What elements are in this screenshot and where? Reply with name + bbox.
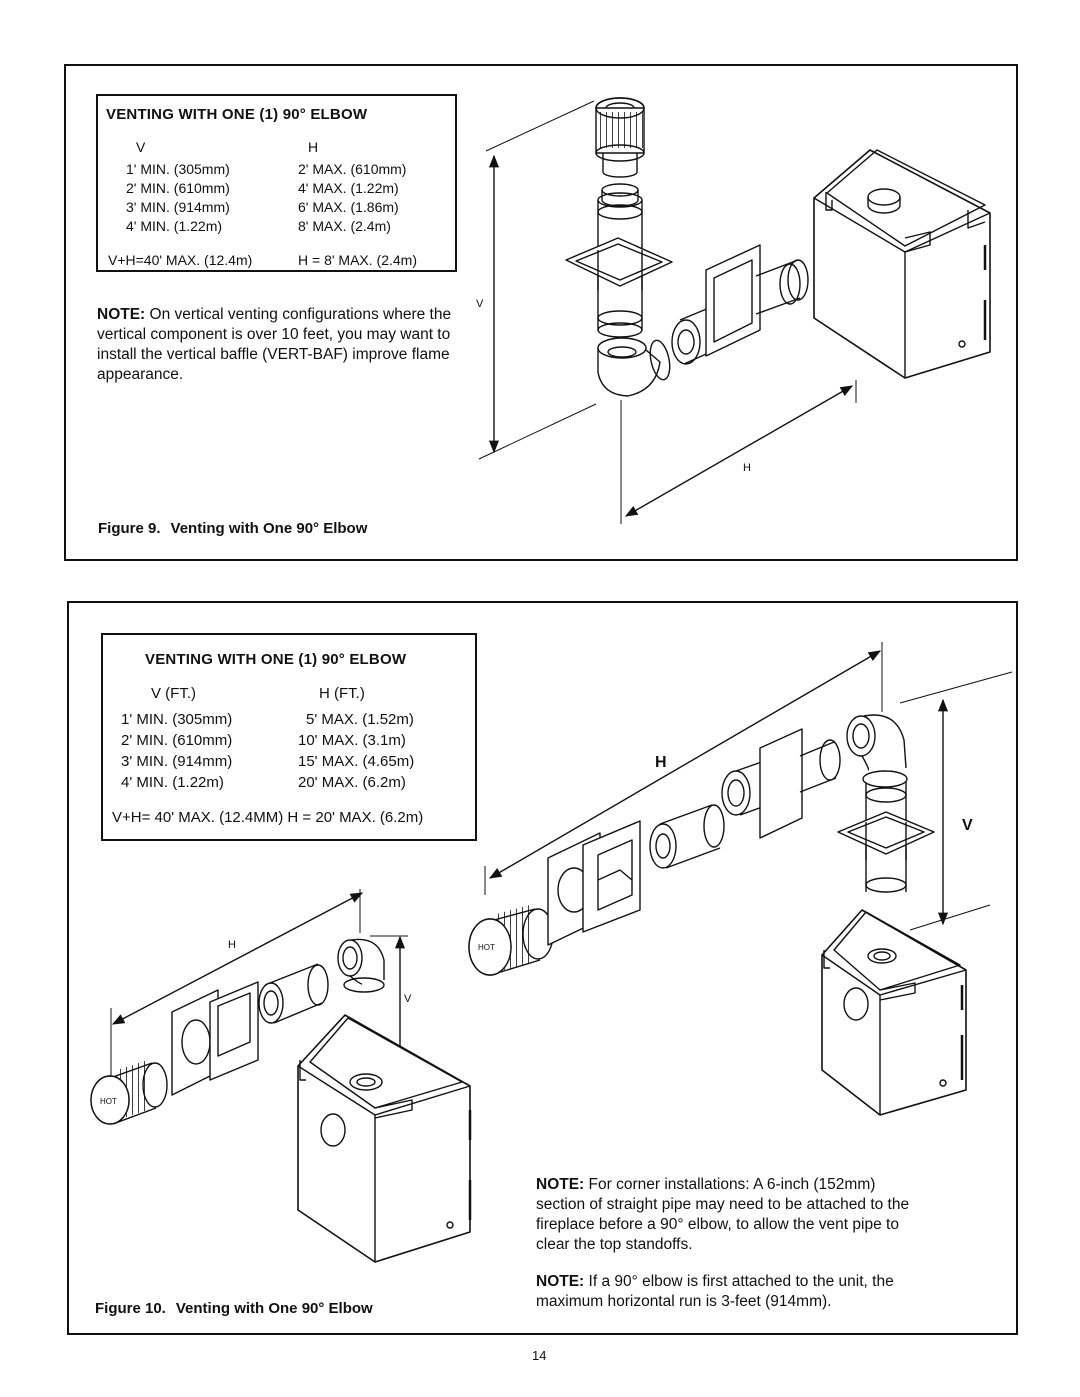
note-text: On vertical venting configurations where… <box>97 306 452 383</box>
figure-10-diagram <box>90 642 1013 1263</box>
table-cell-h: 4' MAX. (1.22m) <box>298 180 399 196</box>
figure-10-venting-table: VENTING WITH ONE (1) 90° ELBOW V (FT.) H… <box>101 633 477 841</box>
table-cell-v: 2' MIN. (610mm) <box>126 180 230 196</box>
table-cell-h: 8' MAX. (2.4m) <box>298 218 391 234</box>
table-cell-v: 4' MIN. (1.22m) <box>126 218 223 234</box>
note-text: For corner installations: A 6-inch (152m… <box>536 1176 910 1253</box>
note-text: If a 90° elbow is first attached to the … <box>536 1273 894 1310</box>
figure-10-note-elbow: NOTE: If a 90° elbow is first attached t… <box>536 1272 928 1312</box>
note-label: NOTE: <box>536 1273 585 1290</box>
figure-9-caption: Figure 9. Venting with One 90° Elbow <box>98 520 377 537</box>
table-footer-h: H = 8' MAX. (2.4m) <box>298 252 417 268</box>
dimension-v-label: V <box>476 298 484 310</box>
table-cell-v: 1' MIN. (305mm) <box>126 161 230 177</box>
table-cell-v: 2' MIN. (610mm) <box>121 732 233 749</box>
table-cell-v: 3' MIN. (914mm) <box>126 199 230 215</box>
table-cell-h: 20' MAX. (6.2m) <box>298 774 406 791</box>
table-cell-v: 1' MIN. (305mm) <box>121 711 233 728</box>
column-header-v: V <box>136 139 146 155</box>
page-number: 14 <box>532 1348 547 1363</box>
table-footer: V+H= 40' MAX. (12.4MM) H = 20' MAX. (6.2… <box>112 809 424 826</box>
table-cell-h: 15' MAX. (4.65m) <box>298 753 415 770</box>
column-header-v: V (FT.) <box>151 685 196 702</box>
note-label: NOTE: <box>97 306 146 323</box>
table-cell-v: 3' MIN. (914mm) <box>121 753 233 770</box>
table-cell-h: 6' MAX. (1.86m) <box>298 199 399 215</box>
table-title: VENTING WITH ONE (1) 90° ELBOW <box>106 106 368 123</box>
caption-text: Venting with One 90° Elbow <box>170 520 368 537</box>
figure-10-caption: Figure 10. Venting with One 90° Elbow <box>95 1300 383 1317</box>
hot-label-right: HOT <box>478 943 495 952</box>
figure-9-note: NOTE: On vertical venting configurations… <box>97 305 453 385</box>
table-title: VENTING WITH ONE (1) 90° ELBOW <box>145 651 407 668</box>
column-header-h: H (FT.) <box>319 685 365 702</box>
table-footer-v: V+H=40' MAX. (12.4m) <box>108 252 253 268</box>
column-header-h: H <box>308 139 319 155</box>
figure-9-frame <box>64 64 1018 561</box>
caption-number: Figure 10. <box>95 1300 166 1317</box>
caption-number: Figure 9. <box>98 520 161 537</box>
table-cell-h: 10' MAX. (3.1m) <box>298 732 406 749</box>
table-cell-h: 2' MAX. (610mm) <box>298 161 407 177</box>
table-cell-v: 4' MIN. (1.22m) <box>121 774 224 791</box>
hot-label-left: HOT <box>100 1097 117 1106</box>
dimension-v-small-label: V <box>404 993 412 1005</box>
caption-text: Venting with One 90° Elbow <box>175 1300 373 1317</box>
figure-9-venting-table: VENTING WITH ONE (1) 90° ELBOW V H 1' MI… <box>96 94 457 272</box>
figure-10-frame <box>67 601 1018 1335</box>
note-label: NOTE: <box>536 1176 585 1193</box>
dimension-v-big-label: V <box>962 817 973 834</box>
figure-9-diagram <box>478 97 991 524</box>
table-cell-h: 5' MAX. (1.52m) <box>306 711 414 728</box>
figure-10-note-corner: NOTE: For corner installations: A 6-inch… <box>536 1175 928 1255</box>
